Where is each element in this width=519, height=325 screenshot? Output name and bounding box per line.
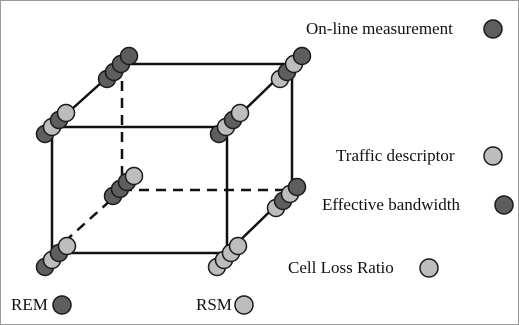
vertex-markers	[266, 177, 307, 218]
cell-loss-ratio-label: Cell Loss Ratio	[288, 258, 394, 277]
rsm-label: RSM	[196, 295, 232, 314]
traffic-descriptor-marker	[483, 146, 503, 166]
rsm-marker	[234, 295, 254, 315]
online-measurement-marker	[483, 19, 503, 39]
cell-loss-ratio-marker	[419, 258, 439, 278]
cube-edges	[50, 62, 294, 255]
legend-markers	[52, 19, 514, 315]
vertex-markers	[35, 103, 76, 144]
vertex-markers	[103, 166, 144, 206]
vertex-markers	[209, 103, 250, 144]
vertex-markers	[270, 46, 312, 89]
vertex-markers	[97, 46, 139, 89]
online-measurement-label: On-line measurement	[306, 19, 453, 38]
effective-bandwidth-marker	[494, 195, 514, 215]
vertex-markers	[207, 236, 248, 277]
rem-marker	[52, 295, 72, 315]
traffic-descriptor-label: Traffic descriptor	[336, 146, 455, 165]
rem-label: REM	[11, 295, 48, 314]
hidden-edges	[51, 64, 292, 254]
effective-bandwidth-label: Effective bandwidth	[322, 195, 461, 214]
vertex-markers	[35, 236, 77, 277]
